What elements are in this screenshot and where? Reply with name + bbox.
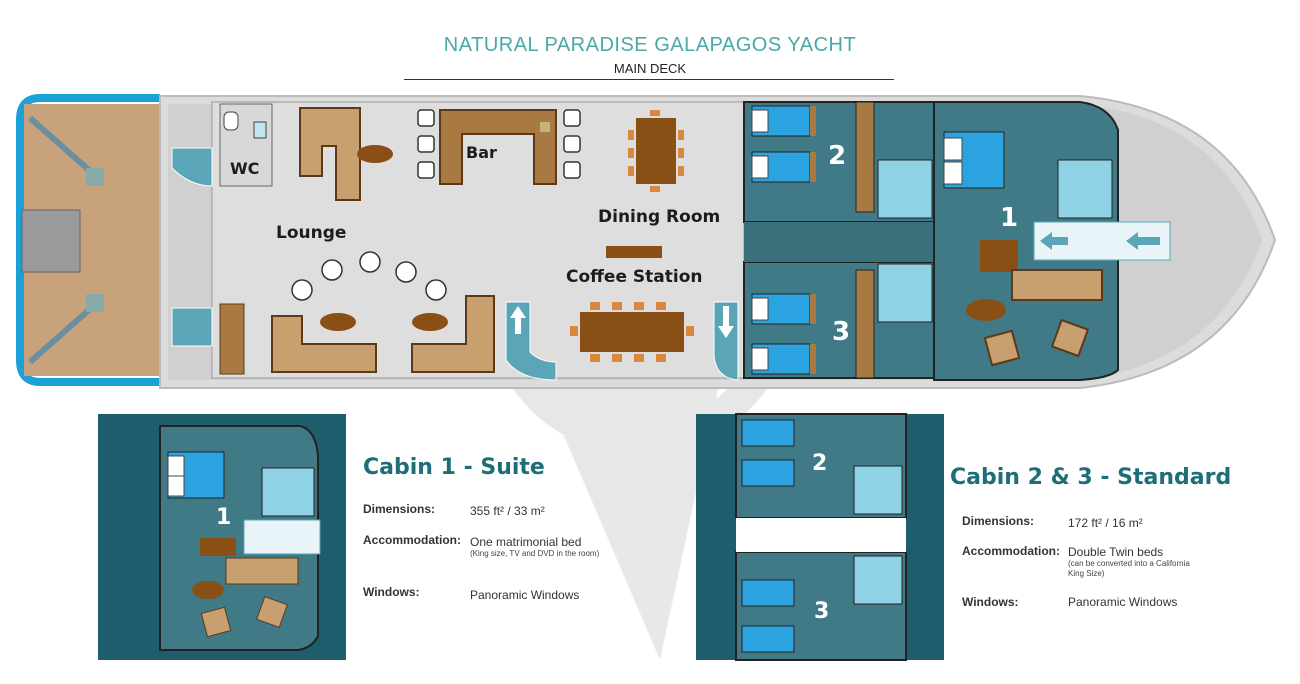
stairs-top-left xyxy=(171,147,213,187)
suite-dimensions-value: 355 ft² / 33 m² xyxy=(470,504,545,518)
suite-detail-stairs xyxy=(243,519,321,555)
bar-stools xyxy=(417,109,581,179)
standard-windows-value: Panoramic Windows xyxy=(1068,595,1178,609)
suite-dimensions-label: Dimensions: xyxy=(363,502,436,516)
arrow-up-icon xyxy=(510,306,526,318)
wc-label: WC xyxy=(230,159,259,178)
suite-accommodation-label: Accommodation: xyxy=(363,533,462,547)
coffee-station-label: Coffee Station xyxy=(566,267,702,287)
arrow-left-stem-a xyxy=(1052,237,1068,245)
cabin-3-closet xyxy=(855,269,875,379)
standard-accommodation-value: Double Twin beds xyxy=(1068,545,1164,559)
standard-windows-label: Windows: xyxy=(962,595,1019,609)
cabinet-left xyxy=(219,303,245,375)
cabin-2-beds xyxy=(751,105,816,183)
lounge-table-bottom-left xyxy=(320,313,356,331)
standard-detail-number-3: 3 xyxy=(814,599,829,624)
davit-base-top xyxy=(86,168,104,186)
deck-plan-subtitle: MAIN DECK xyxy=(613,61,687,76)
stern-hatch xyxy=(21,209,81,273)
bar-counter xyxy=(439,109,557,185)
suite-detail-number: 1 xyxy=(216,505,231,530)
corridor-starboard xyxy=(744,222,934,262)
lounge-sofa-bottom-left xyxy=(271,315,377,373)
standard-detail-bed-2b xyxy=(741,459,795,487)
cabin-1-pillow-top xyxy=(943,137,963,161)
lounge-sofa-top xyxy=(299,107,361,201)
cabin-3-beds xyxy=(751,293,816,375)
dining-room-label: Dining Room xyxy=(598,207,720,227)
suite-windows-value: Panoramic Windows xyxy=(470,588,580,602)
standard-dimensions-value: 172 ft² / 16 m² xyxy=(1068,516,1143,530)
standard-title: Cabin 2 & 3 - Standard xyxy=(950,465,1232,490)
dining-table xyxy=(636,118,676,184)
cabin-3-number: 3 xyxy=(832,317,850,347)
lounge-table-bottom-right xyxy=(412,313,448,331)
deck-plan-title: NATURAL PARADISE GALAPAGOS YACHT xyxy=(443,34,857,56)
dining-chairs-lower xyxy=(570,302,694,362)
cabin-2-number: 2 xyxy=(828,141,846,171)
suite-detail-table xyxy=(192,581,224,599)
standard-detail-bed-2a xyxy=(741,419,795,447)
standard-detail-bed-3a xyxy=(741,579,795,607)
suite-detail-armchair-right xyxy=(255,595,289,629)
suite-windows-label: Windows: xyxy=(363,585,420,599)
suite-detail-armchair-left xyxy=(200,606,232,638)
standard-detail-bed-3b xyxy=(741,625,795,653)
standard-accommodation-label: Accommodation: xyxy=(962,544,1061,558)
stern-outline xyxy=(16,94,160,386)
standard-detail-number-2: 2 xyxy=(812,451,827,476)
cabin-1-pillow-bottom xyxy=(943,161,963,185)
cabin-3-shower xyxy=(877,263,933,323)
standard-detail-shower-3 xyxy=(853,555,903,605)
dining-chairs xyxy=(628,110,684,192)
wc-toilet-icon xyxy=(223,111,239,131)
suite-detail-pillow-bottom xyxy=(167,475,185,497)
suite-detail-console xyxy=(200,538,236,556)
coffee-station-counter xyxy=(606,246,662,258)
arrow-down-icon xyxy=(718,326,734,338)
title-divider xyxy=(404,79,894,80)
standard-detail-corridor xyxy=(736,518,906,552)
suite-detail-shower xyxy=(261,467,315,517)
lounge-sofa-bottom-right xyxy=(411,295,495,373)
lounge-stools xyxy=(291,251,447,301)
suite-accommodation-note: (King size, TV and DVD in the room) xyxy=(470,549,600,558)
cabin-1-armchair-right xyxy=(1050,318,1090,358)
suite-detail-sofa xyxy=(225,557,299,585)
cabin-2-closet xyxy=(855,101,875,213)
arrow-left-stem-b xyxy=(1138,237,1160,245)
arrow-left-icon xyxy=(1040,232,1052,250)
lounge-label: Lounge xyxy=(276,223,346,243)
cabin-1-table xyxy=(966,299,1006,321)
arrow-down-stem xyxy=(723,306,729,326)
cabin-1-number: 1 xyxy=(1000,203,1018,233)
standard-dimensions-label: Dimensions: xyxy=(962,514,1035,528)
suite-title: Cabin 1 - Suite xyxy=(363,455,545,480)
cabin-1-shower xyxy=(1057,159,1113,219)
stairs-down xyxy=(713,301,739,381)
lounge-table-top xyxy=(357,145,393,163)
davit-base-bottom xyxy=(86,294,104,312)
stairs-bottom-left xyxy=(171,307,213,347)
bar-label: Bar xyxy=(466,143,497,162)
bar-register xyxy=(540,122,550,132)
standard-detail-shower-2 xyxy=(853,465,903,515)
cabin-1-armchair-left xyxy=(983,329,1021,367)
dining-table-lower xyxy=(580,312,684,352)
cabin-2-shower xyxy=(877,159,933,219)
cabin-1-sofa xyxy=(1011,269,1103,301)
suite-accommodation-value: One matrimonial bed xyxy=(470,535,582,549)
arrow-up-stem xyxy=(515,318,521,334)
arrow-left-icon-2 xyxy=(1126,232,1138,250)
wc-sink-icon xyxy=(253,121,267,139)
cabin-1-tv-console xyxy=(980,240,1018,272)
suite-detail-pillow-top xyxy=(167,455,185,477)
standard-accommodation-note: (can be converted into a California King… xyxy=(1068,559,1190,578)
